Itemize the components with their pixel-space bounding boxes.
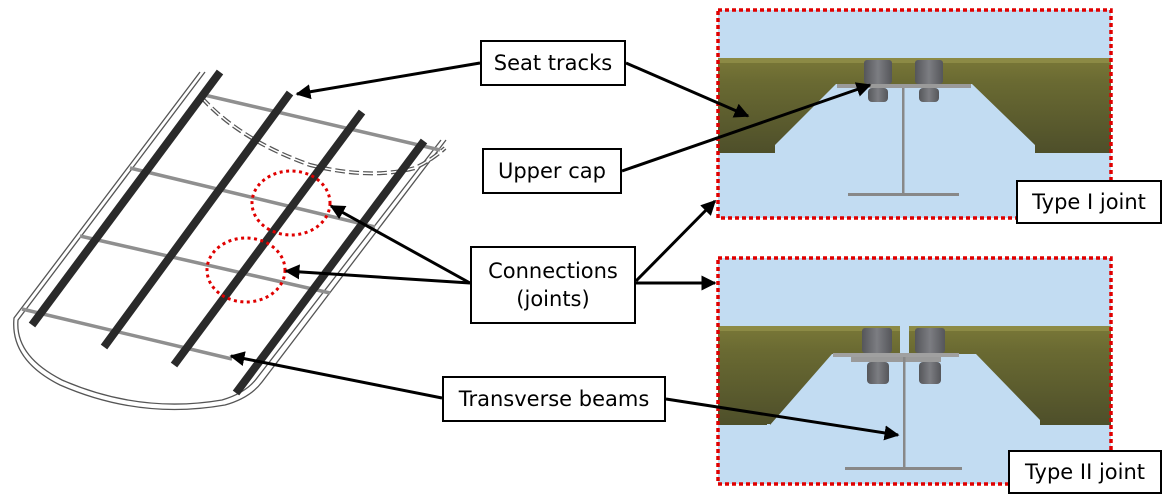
seat-tracks-text: Seat tracks bbox=[493, 50, 613, 75]
beam-web bbox=[902, 88, 905, 193]
arrow-connections-type1 bbox=[634, 199, 717, 283]
bolt-nut bbox=[919, 88, 939, 102]
arrow-connections-upper bbox=[329, 204, 471, 285]
type2-joint-text: Type II joint bbox=[1024, 459, 1146, 484]
floor-structure-drawing bbox=[13, 69, 447, 411]
seat-tracks-label: Seat tracks bbox=[480, 40, 626, 86]
type1-joint-text: Type I joint bbox=[1032, 189, 1146, 214]
bolt-head bbox=[915, 60, 943, 84]
arrow-upper-cap bbox=[621, 82, 872, 173]
upper-cap-label: Upper cap bbox=[482, 148, 622, 194]
frame-section bbox=[909, 326, 1111, 425]
bolt-head bbox=[864, 60, 892, 84]
transverse-beam bbox=[79, 234, 331, 295]
type2-joint-panel bbox=[716, 256, 1113, 486]
arrow-seat-tracks-right bbox=[625, 61, 750, 118]
seat-track bbox=[28, 69, 224, 328]
upper-cap-plate bbox=[837, 84, 971, 88]
bolt-nut bbox=[868, 88, 888, 102]
connections-label: Connections (joints) bbox=[470, 246, 636, 324]
transverse-beam bbox=[21, 307, 233, 361]
beam-flange bbox=[848, 193, 959, 196]
beam-web bbox=[903, 357, 906, 467]
type2-joint-label: Type II joint bbox=[1008, 450, 1162, 494]
upper-cap-plate bbox=[833, 353, 959, 357]
bolt-head bbox=[915, 328, 945, 353]
beam-flange bbox=[845, 467, 962, 470]
seat-tracks bbox=[28, 69, 428, 396]
callout-arrows bbox=[229, 61, 900, 441]
frame-section bbox=[718, 58, 1111, 153]
type1-joint-label: Type I joint bbox=[1016, 180, 1162, 224]
connections-text-line2: (joints) bbox=[516, 287, 590, 311]
transverse-beams-text: Transverse beams bbox=[458, 386, 650, 411]
frame-section bbox=[718, 326, 900, 425]
bolt-head bbox=[862, 328, 892, 353]
bolt-nut bbox=[867, 362, 889, 384]
transverse-beams-label: Transverse beams bbox=[442, 376, 666, 422]
arrow-transverse-left bbox=[229, 351, 443, 400]
bolt-nut bbox=[919, 362, 941, 384]
seat-track bbox=[232, 138, 428, 396]
joint-highlight-circle bbox=[250, 169, 332, 237]
upper-cap-text: Upper cap bbox=[497, 158, 606, 183]
transverse-beams bbox=[21, 92, 441, 361]
arrow-seat-tracks-left bbox=[295, 61, 481, 100]
transverse-beam bbox=[199, 92, 441, 152]
arrow-transverse-right bbox=[665, 397, 900, 441]
arrow-connections-lower bbox=[284, 264, 471, 285]
seat-track bbox=[170, 109, 366, 368]
seat-track bbox=[100, 90, 294, 350]
splice-plate bbox=[851, 357, 941, 362]
connections-text-line1: Connections bbox=[488, 258, 618, 283]
